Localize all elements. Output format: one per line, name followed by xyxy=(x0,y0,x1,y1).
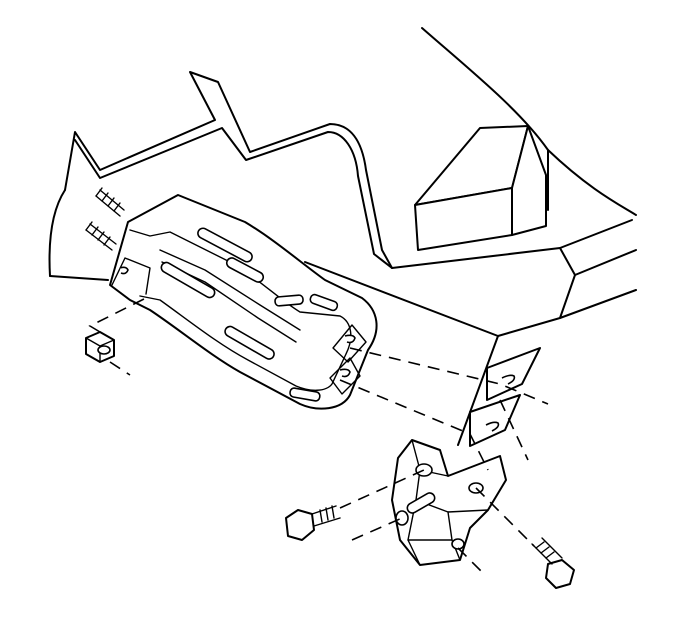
stud-upper xyxy=(95,187,125,217)
vehicle-body-panel xyxy=(48,27,637,447)
flange-bolt-right xyxy=(531,537,575,589)
alignment-lines xyxy=(88,295,549,573)
flange-bolt-left xyxy=(285,505,341,541)
upper-mounting-bracket xyxy=(109,194,378,410)
lower-mounting-bracket xyxy=(391,439,507,566)
stud-lower xyxy=(85,221,117,251)
hex-nut xyxy=(85,331,115,363)
